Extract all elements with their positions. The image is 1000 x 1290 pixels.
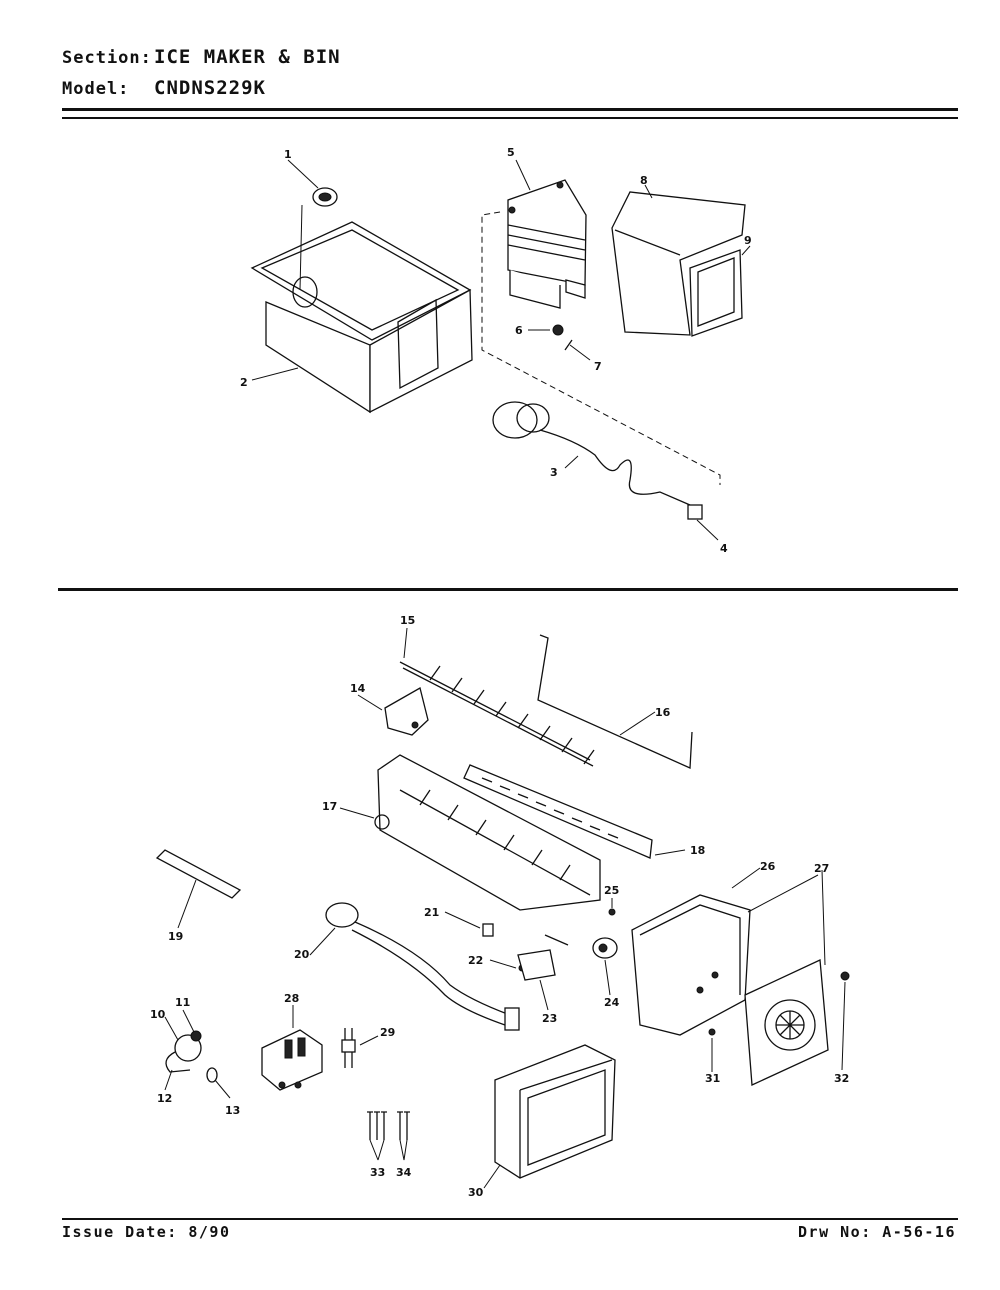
section-value: ICE MAKER & BIN bbox=[154, 46, 341, 68]
part-32-screw bbox=[840, 971, 850, 1071]
part-8-duct bbox=[611, 184, 746, 336]
part-15-ejector bbox=[399, 627, 595, 767]
section-label: Section: bbox=[62, 48, 152, 68]
part-6-nut bbox=[528, 324, 564, 336]
part-27-control bbox=[744, 869, 829, 1086]
part-31-screw bbox=[708, 1028, 716, 1072]
part-7-screw bbox=[564, 339, 591, 361]
footer-rule bbox=[62, 1218, 958, 1220]
callout-28: 28 bbox=[284, 992, 299, 1005]
part-16-shutoff-arm bbox=[537, 634, 693, 769]
callout-15: 15 bbox=[400, 614, 415, 627]
part-30-cover bbox=[483, 1044, 616, 1189]
model-label: Model: bbox=[62, 79, 130, 99]
callout-6: 6 bbox=[515, 324, 523, 337]
callout-1: 1 bbox=[284, 148, 292, 161]
callout-9: 9 bbox=[744, 234, 752, 247]
part-17-mold bbox=[339, 754, 601, 911]
callout-12: 12 bbox=[157, 1092, 172, 1105]
part-18-stripper bbox=[463, 764, 686, 859]
part-21-clip bbox=[444, 911, 494, 937]
part-1-bearing bbox=[287, 159, 338, 207]
callout-24: 24 bbox=[604, 996, 620, 1009]
callout-11: 11 bbox=[175, 996, 190, 1009]
callout-5: 5 bbox=[507, 146, 515, 159]
callout-22: 22 bbox=[468, 954, 483, 967]
model-header: Model: CNDNS229K bbox=[62, 77, 266, 99]
part-3-heater-wire bbox=[492, 401, 691, 506]
model-value: CNDNS229K bbox=[154, 77, 266, 99]
part-24-motor bbox=[592, 937, 618, 996]
callout-14: 14 bbox=[350, 682, 366, 695]
callout-32: 32 bbox=[834, 1072, 849, 1085]
part-4-connector bbox=[687, 504, 719, 541]
part-10-valve bbox=[164, 1016, 202, 1073]
section-divider-rule bbox=[58, 588, 958, 591]
callout-23: 23 bbox=[542, 1012, 557, 1025]
callout-31: 31 bbox=[705, 1072, 720, 1085]
part-14-bracket bbox=[357, 687, 429, 736]
callout-17: 17 bbox=[322, 800, 337, 813]
callout-34: 34 bbox=[396, 1166, 412, 1179]
part-26-housing bbox=[631, 867, 761, 1036]
section-header: Section:ICE MAKER & BIN bbox=[62, 46, 341, 68]
callout-30: 30 bbox=[468, 1186, 484, 1199]
part-11-fitting bbox=[182, 1009, 195, 1033]
callout-3: 3 bbox=[550, 466, 558, 479]
callout-18: 18 bbox=[690, 844, 705, 857]
part-25-spring bbox=[544, 898, 616, 946]
part-28-switch bbox=[261, 1005, 323, 1091]
header-rule-thin bbox=[62, 117, 958, 119]
part-5-chute bbox=[507, 159, 587, 309]
part-20-harness bbox=[309, 902, 520, 1031]
part-29-fuse bbox=[341, 1028, 379, 1068]
callout-27: 27 bbox=[814, 862, 829, 875]
callout-10: 10 bbox=[150, 1008, 166, 1021]
part-34-screws bbox=[397, 1111, 410, 1161]
part-23-plate bbox=[517, 949, 556, 1011]
part-33-screws bbox=[367, 1111, 387, 1161]
drawing-number: Drw No: A-56-16 bbox=[798, 1223, 956, 1241]
callout-20: 20 bbox=[294, 948, 310, 961]
callout-16: 16 bbox=[655, 706, 671, 719]
callout-7: 7 bbox=[594, 360, 602, 373]
issue-date: Issue Date: 8/90 bbox=[62, 1223, 231, 1241]
part-13-clamp bbox=[206, 1067, 231, 1099]
callout-25: 25 bbox=[604, 884, 619, 897]
assembly-guide-line bbox=[481, 211, 721, 485]
callout-26: 26 bbox=[760, 860, 776, 873]
callout-29: 29 bbox=[380, 1026, 395, 1039]
callout-13: 13 bbox=[225, 1104, 240, 1117]
callout-21: 21 bbox=[424, 906, 439, 919]
callout-4: 4 bbox=[720, 542, 728, 555]
callout-19: 19 bbox=[168, 930, 183, 943]
header-rule-thick bbox=[62, 108, 958, 111]
part-19-heater bbox=[155, 849, 242, 929]
callout-2: 2 bbox=[240, 376, 248, 389]
part-12-tube bbox=[164, 1069, 173, 1091]
part-9-gasket bbox=[689, 245, 751, 337]
callout-33: 33 bbox=[370, 1166, 385, 1179]
part-2-ice-bin bbox=[250, 204, 473, 414]
callout-8: 8 bbox=[640, 174, 648, 187]
